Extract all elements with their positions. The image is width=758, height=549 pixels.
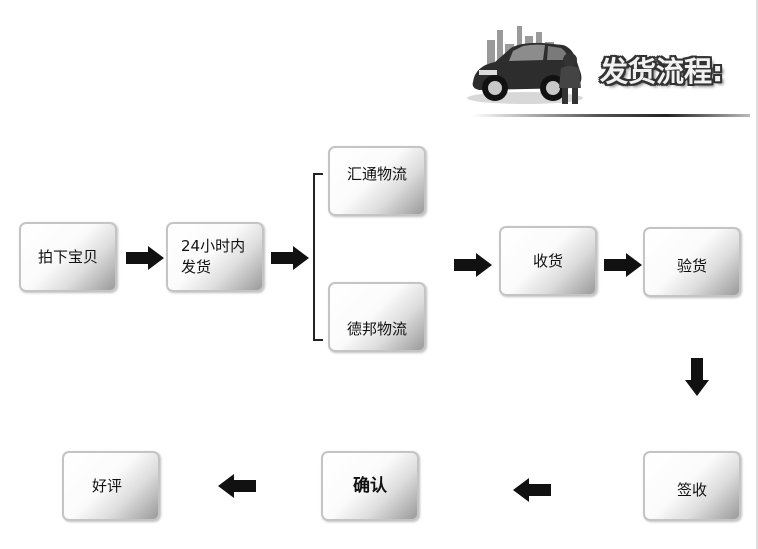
title-underline xyxy=(472,114,750,117)
step-sign-receipt: 签收 xyxy=(643,451,741,521)
step-good-review: 好评 xyxy=(62,451,160,521)
arrow-left-icon xyxy=(513,478,551,502)
ship-24h-line2: 发货 xyxy=(181,258,212,276)
step-inspect-goods: 验货 xyxy=(643,227,741,297)
arrow-down-icon xyxy=(685,358,709,396)
step-confirm: 确认 xyxy=(321,451,419,521)
step-receive-goods: 收货 xyxy=(499,226,597,296)
step-huitong-logistics: 汇通物流 xyxy=(328,146,426,216)
logistics-bracket xyxy=(313,173,323,341)
ship-24h-line1: 24小时内 xyxy=(181,237,246,255)
arrow-right-icon xyxy=(126,246,164,270)
step-debang-logistics: 德邦物流 xyxy=(328,282,426,352)
page-title: 发货流程: xyxy=(600,55,724,88)
step-ship-within-24h: 24小时内 发货 xyxy=(166,222,264,292)
arrow-right-icon xyxy=(604,253,642,277)
car-illustration xyxy=(467,26,583,104)
arrow-right-icon xyxy=(271,246,309,270)
step-place-order: 拍下宝贝 xyxy=(19,222,117,292)
page-edge xyxy=(756,0,758,549)
arrow-left-icon xyxy=(218,474,256,498)
arrow-right-icon xyxy=(454,253,492,277)
